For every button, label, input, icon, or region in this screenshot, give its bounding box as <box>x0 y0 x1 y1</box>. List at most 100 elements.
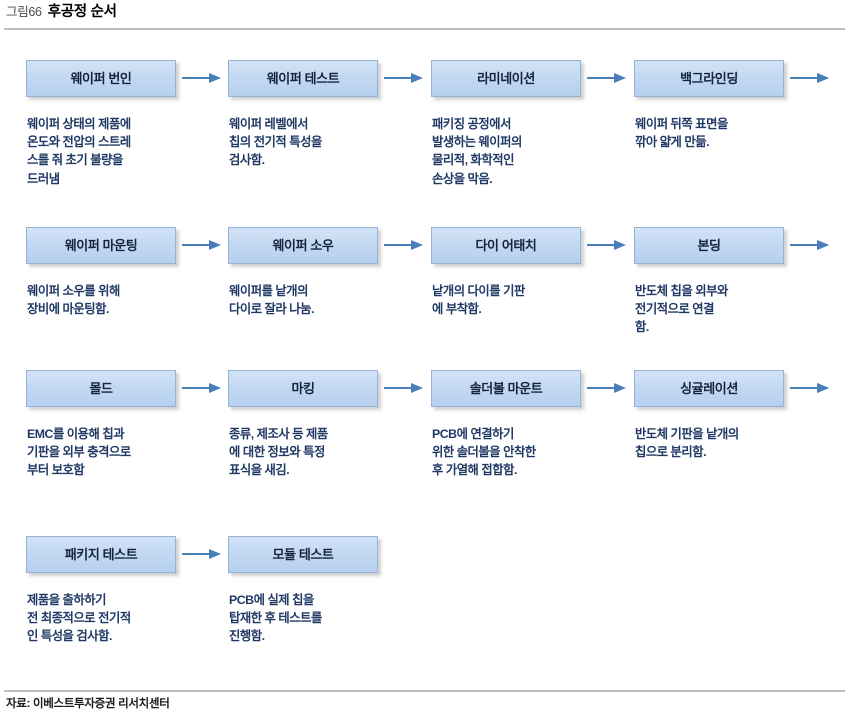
flow-arrow-icon <box>182 383 222 394</box>
arrow-shaft <box>790 244 819 246</box>
process-node-label: 웨이퍼 번인 <box>70 71 132 86</box>
flow-arrow-icon <box>790 383 830 394</box>
arrow-head <box>817 240 829 250</box>
process-node-description: 웨이퍼 상태의 제품에 온도와 전압의 스트레 스를 줘 초기 불량을 드러냄 <box>27 117 131 186</box>
flow-arrow-icon <box>182 73 222 84</box>
process-node-description: 웨이퍼를 낱개의 다이로 잘라 나눔. <box>229 284 314 317</box>
arrow-shaft <box>384 244 413 246</box>
flow-arrow-icon <box>384 240 424 251</box>
arrow-shaft <box>384 77 413 79</box>
arrow-shaft <box>182 244 211 246</box>
process-node-label: 싱귤레이션 <box>680 381 738 396</box>
arrow-head <box>209 73 221 83</box>
process-node-box[interactable]: 몰드 <box>26 370 176 407</box>
flow-arrow-icon <box>384 73 424 84</box>
arrow-head <box>614 383 626 393</box>
arrow-head <box>411 240 423 250</box>
arrow-head <box>817 73 829 83</box>
process-node-description: 웨이퍼 레벨에서 칩의 전기적 특성을 검사함. <box>229 117 322 168</box>
process-node-description: 반도체 기판을 낱개의 칩으로 분리함. <box>635 427 739 460</box>
flow-cell: 모듈 테스트 PCB에 실제 칩을 탑재한 후 테스트를 진행함. <box>228 536 430 643</box>
source-note: 자료: 이베스트투자증권 리서치센터 <box>6 698 170 710</box>
process-node-description: 낱개의 다이를 기판 에 부착함. <box>432 284 525 317</box>
process-node-label: 몰드 <box>89 381 113 396</box>
figure-header: 그림66 후공정 순서 <box>0 0 849 32</box>
process-node-box[interactable]: 솔더볼 마운트 <box>431 370 581 407</box>
process-node-description: 제품을 출하하기 전 최종적으로 전기적 인 특성을 검사함. <box>27 593 131 644</box>
arrow-head <box>411 383 423 393</box>
process-node-box[interactable]: 웨이퍼 소우 <box>228 227 378 264</box>
process-node-description: PCB에 실제 칩을 탑재한 후 테스트를 진행함. <box>229 593 322 644</box>
arrow-shaft <box>587 387 616 389</box>
arrow-head <box>614 73 626 83</box>
process-node-box[interactable]: 라미네이션 <box>431 60 581 97</box>
process-node-label: 웨이퍼 테스트 <box>266 71 340 86</box>
process-node-box[interactable]: 마킹 <box>228 370 378 407</box>
process-node-label: 모듈 테스트 <box>272 547 334 562</box>
process-node-box[interactable]: 다이 어태치 <box>431 227 581 264</box>
arrow-head <box>411 73 423 83</box>
process-node-box[interactable]: 모듈 테스트 <box>228 536 378 573</box>
arrow-shaft <box>384 387 413 389</box>
figure-number: 그림66 <box>6 5 42 19</box>
flow-arrow-icon <box>790 240 830 251</box>
footer-divider <box>4 690 845 692</box>
process-node-description: PCB에 연결하기 위한 솔더볼을 안착한 후 가열해 접합함. <box>432 427 536 478</box>
process-node-label: 다이 어태치 <box>475 238 537 253</box>
process-node-label: 웨이퍼 마운팅 <box>64 238 138 253</box>
process-node-box[interactable]: 웨이퍼 마운팅 <box>26 227 176 264</box>
process-node-label: 웨이퍼 소우 <box>272 238 334 253</box>
arrow-head <box>817 383 829 393</box>
process-node-label: 패키지 테스트 <box>64 547 138 562</box>
process-node-box[interactable]: 웨이퍼 테스트 <box>228 60 378 97</box>
process-node-description: EMC를 이용해 칩과 기판을 외부 충격으로 부터 보호함 <box>27 427 131 478</box>
arrow-head <box>209 383 221 393</box>
flow-arrow-icon <box>790 73 830 84</box>
arrow-shaft <box>587 77 616 79</box>
arrow-head <box>209 240 221 250</box>
flow-cell: 몰드 EMC를 이용해 칩과 기판을 외부 충격으로 부터 보호함 <box>26 370 228 477</box>
arrow-shaft <box>182 77 211 79</box>
process-node-label: 솔더볼 마운트 <box>469 381 543 396</box>
arrow-shaft <box>182 553 211 555</box>
process-node-box[interactable]: 백그라인딩 <box>634 60 784 97</box>
process-node-label: 마킹 <box>291 381 315 396</box>
arrow-head <box>209 549 221 559</box>
flow-arrow-icon <box>384 383 424 394</box>
process-node-box[interactable]: 패키지 테스트 <box>26 536 176 573</box>
process-node-box[interactable]: 웨이퍼 번인 <box>26 60 176 97</box>
process-node-description: 반도체 칩을 외부와 전기적으로 연결 함. <box>635 284 728 335</box>
process-node-box[interactable]: 본딩 <box>634 227 784 264</box>
arrow-shaft <box>182 387 211 389</box>
flow-arrow-icon <box>587 383 627 394</box>
process-node-label: 라미네이션 <box>477 71 535 86</box>
process-node-description: 웨이퍼 뒤쪽 표면을 깎아 얇게 만듦. <box>635 117 728 150</box>
process-node-description: 웨이퍼 소우를 위해 장비에 마운팅함. <box>27 284 120 317</box>
page-title: 후공정 순서 <box>47 4 117 20</box>
flow-arrow-icon <box>182 549 222 560</box>
process-node-label: 백그라인딩 <box>680 71 738 86</box>
process-node-description: 종류, 제조사 등 제품 에 대한 정보와 특정 표식을 새김. <box>229 427 328 478</box>
flow-arrow-icon <box>587 240 627 251</box>
process-node-description: 패키징 공정에서 발생하는 웨이퍼의 물리적, 화학적인 손상을 막음. <box>432 117 522 186</box>
arrow-head <box>614 240 626 250</box>
flow-arrow-icon <box>587 73 627 84</box>
header-divider <box>4 28 845 30</box>
flow-cell: 솔더볼 마운트 PCB에 연결하기 위한 솔더볼을 안착한 후 가열해 접합함. <box>431 370 633 477</box>
process-node-label: 본딩 <box>697 238 721 253</box>
process-node-box[interactable]: 싱귤레이션 <box>634 370 784 407</box>
